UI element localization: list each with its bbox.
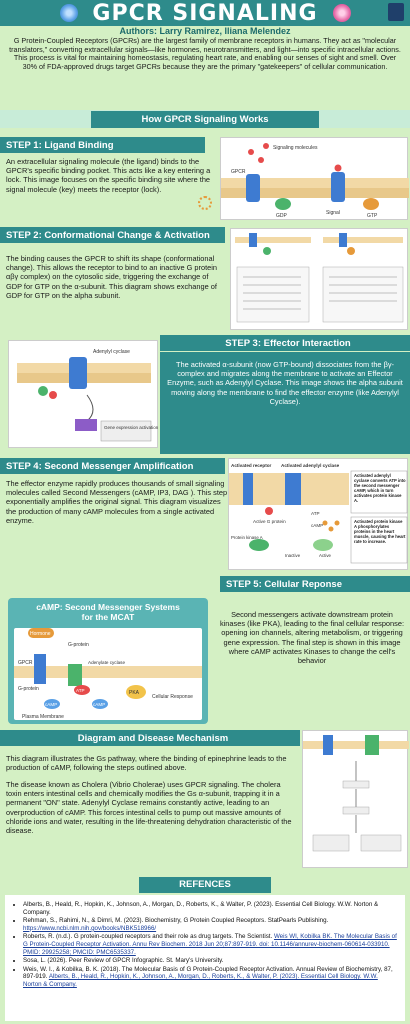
step4-note-1: Activated adenylyl cyclase converts ATP … [354, 473, 406, 503]
page-title: GPCR SIGNALING [92, 0, 318, 26]
step2-text-card: The binding causes the GPCR to shift its… [0, 244, 225, 330]
svg-text:Inactive: Inactive [285, 553, 301, 558]
svg-text:Hormone: Hormone [30, 631, 51, 637]
step4-title: STEP 4: Second Messenger Amplification [0, 458, 225, 474]
svg-text:cAMP: cAMP [45, 702, 57, 707]
svg-text:GTP: GTP [367, 213, 378, 219]
step2-title: STEP 2: Conformational Change & Activati… [0, 227, 225, 243]
step3-text-card: The activated α-subunit (now GTP-bound) … [160, 352, 410, 454]
svg-text:Activated receptor: Activated receptor [231, 463, 272, 468]
references-list: Alberts, B., Heald, R., Hopkin, K., John… [13, 901, 397, 989]
svg-text:Activated adenylyl cyclase: Activated adenylyl cyclase [281, 463, 340, 468]
step5-figure-title: cAMP: Second Messenger Systems for the M… [36, 602, 180, 622]
references-heading: REFENCES [0, 877, 410, 893]
intro-paragraph: G Protein-Coupled Receptors (GPCRs) are … [9, 36, 401, 71]
svg-text:GPCR: GPCR [231, 169, 246, 175]
step1-text: An extracellular signaling molecule (the… [6, 157, 211, 194]
pink-cell-icon [333, 4, 351, 22]
svg-text:PKA: PKA [129, 690, 140, 696]
reference-item: Sosa, L. (2026). Peer Review of GPCR Inf… [23, 957, 397, 965]
svg-text:Active G protein: Active G protein [253, 519, 286, 524]
reference-item: Weis, W. I., & Kobilka, B. K. (2018). Th… [23, 966, 397, 989]
svg-text:GDP: GDP [276, 213, 288, 219]
svg-text:Protein kinase A: Protein kinase A [231, 535, 263, 540]
reference-link[interactable]: Alberts, B., Heald, R., Hopkin, K., John… [23, 973, 378, 988]
step4-note-2: Activated protein kinase A phosphorylate… [354, 519, 406, 544]
disease-figure [302, 730, 409, 868]
authors: Authors: Larry Ramirez, Iliana Melendez [119, 26, 291, 36]
blue-cell-icon [60, 4, 78, 22]
university-logo-icon [388, 3, 404, 21]
step3-figure: Adenylyl cyclase Gene expression activat… [8, 340, 159, 448]
reference-link[interactable]: https://www.ncbi.nlm.nih.gov/books/NBK51… [23, 924, 157, 932]
step2-text: The binding causes the GPCR to shift its… [6, 254, 218, 300]
disease-para2: The disease known as Cholera (Vibrio Cho… [6, 780, 292, 836]
disease-para1: This diagram illustrates the Gs pathway,… [6, 754, 287, 773]
svg-text:Signal: Signal [326, 210, 340, 216]
step5-figure: cAMP: Second Messenger Systems for the M… [8, 598, 208, 724]
svg-text:Plasma Membrane: Plasma Membrane [22, 714, 64, 720]
how-heading: How GPCR Signaling Works [0, 110, 410, 128]
step1-ligand-icon [198, 196, 212, 210]
step5-title: STEP 5: Cellular Reponse [220, 576, 410, 592]
svg-text:Active: Active [319, 553, 332, 558]
svg-text:Adenylate cyclase: Adenylate cyclase [88, 660, 125, 665]
step1-title: STEP 1: Ligand Binding [0, 137, 205, 153]
step2-figure [230, 228, 408, 330]
title-bar: GPCR SIGNALING [0, 0, 410, 26]
step1-figure: Signaling molecules GPCR GDP Signal GTP [220, 137, 409, 220]
svg-text:ATP: ATP [76, 688, 85, 693]
reference-item: Roberts, R. (n.d.). G protein-coupled re… [23, 933, 397, 956]
svg-text:ATP: ATP [311, 511, 320, 516]
references-box: Alberts, B., Heald, R., Hopkin, K., John… [5, 895, 405, 1021]
reference-link[interactable]: Weis WI, Kobilka BK. The Molecular Basis… [23, 933, 397, 956]
reference-item: Alberts, B., Heald, R., Hopkin, K., John… [23, 901, 397, 916]
svg-text:G-protein: G-protein [68, 642, 89, 648]
step5-text: Second messengers activate downstream pr… [219, 610, 405, 666]
svg-text:G-protein: G-protein [18, 686, 39, 692]
step3-text: The activated α-subunit (now GTP-bound) … [167, 360, 403, 406]
reference-item: Rehman, S., Rahimi, N., & Dimri, M. (202… [23, 917, 397, 932]
svg-text:cAMP: cAMP [93, 702, 105, 707]
svg-text:cAMP: cAMP [311, 523, 323, 528]
disease-title: Diagram and Disease Mechanism [0, 730, 300, 746]
svg-text:Adenylyl cyclase: Adenylyl cyclase [93, 349, 130, 355]
svg-text:Gene expression activation: Gene expression activation [104, 425, 159, 430]
step4-figure: Activated receptor Activated adenylyl cy… [228, 458, 408, 570]
fig1-label-signaling: Signaling molecules [273, 145, 318, 151]
step4-text: The effector enzyme rapidly produces tho… [6, 479, 228, 525]
svg-text:Cellular Response: Cellular Response [152, 694, 193, 700]
svg-text:GPCR: GPCR [18, 660, 33, 666]
step3-title: STEP 3: Effector Interaction [160, 335, 410, 351]
